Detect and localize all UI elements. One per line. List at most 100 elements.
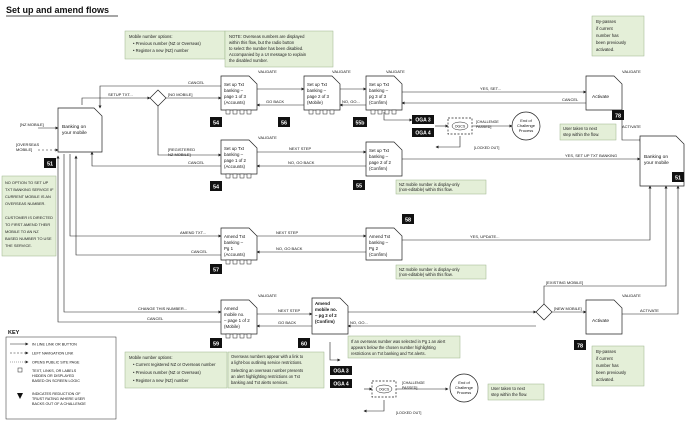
page-60-amend-mobile-pg2[interactable]: Amend mobile no. – pg 2 of 2 (Confirm) 6… bbox=[298, 297, 349, 348]
svg-text:NEXT STEP: NEXT STEP bbox=[278, 308, 300, 313]
page-badge bbox=[44, 158, 56, 168]
svg-text:(Confirm): (Confirm) bbox=[315, 319, 335, 324]
svg-text:banking –: banking – bbox=[369, 240, 389, 245]
svg-text:an alert highlighting restrict: an alert highlighting restrictions on Tx… bbox=[231, 374, 301, 379]
svg-text:if current: if current bbox=[596, 26, 614, 31]
svg-text:Process: Process bbox=[457, 390, 471, 395]
svg-text:(Mobile): (Mobile) bbox=[224, 324, 240, 329]
svg-text:mobile no.: mobile no. bbox=[315, 307, 337, 312]
svg-text:INDICATES REDUCTION OF T: INDICATES REDUCTION OF TRUST RATING WHER… bbox=[32, 392, 86, 406]
note-overseas-pg1-alert: If an overseas number was selected in Pg… bbox=[347, 335, 461, 359]
page-58-amend-txt-pg2[interactable]: Amend Txt banking – Pg 2 (Confirm) 58 bbox=[365, 214, 414, 261]
page-59-amend-mobile-pg1[interactable]: Amend mobile no. – page 1 of 2 (Mobile) … bbox=[210, 299, 258, 348]
note-overseas-numbers: NOTE: Overseas numbers are displayed wit… bbox=[224, 30, 334, 68]
page-55b-setup-pg3-of-3[interactable]: Set up Txt banking – pg 3 of 3 (Confirm)… bbox=[353, 75, 403, 127]
svg-text:your mobile: your mobile bbox=[644, 160, 669, 166]
svg-text:End of: End of bbox=[520, 118, 532, 123]
page-51-banking-on-mobile-right[interactable]: Banking on your mobile 51 bbox=[639, 135, 685, 187]
svg-text:Amend: Amend bbox=[315, 301, 330, 306]
svg-text:55b: 55b bbox=[356, 121, 365, 127]
svg-text:(Confirm): (Confirm) bbox=[369, 166, 388, 171]
page-78-activate-bottom[interactable]: Activate 78 bbox=[574, 299, 623, 350]
svg-text:59: 59 bbox=[213, 342, 219, 348]
page-badge bbox=[210, 264, 222, 274]
page-55-setup-pg2-of-2[interactable]: Set up Txt banking – page 2 of 2 (Confir… bbox=[353, 141, 403, 190]
svg-text:54: 54 bbox=[213, 185, 220, 191]
svg-text:Amend: Amend bbox=[224, 306, 238, 311]
svg-text:OPENS PUBLIC SITE PAGE: OPENS PUBLIC SITE PAGE bbox=[32, 361, 80, 365]
svg-text:VALIDATE: VALIDATE bbox=[622, 69, 641, 74]
svg-text:appears below the chosen numbe: appears below the chosen number highligh… bbox=[351, 345, 436, 350]
svg-text:TXT BANKING SERVICE IF: TXT BANKING SERVICE IF bbox=[5, 187, 54, 192]
svg-text:LEFT NAVIGATION LINK: LEFT NAVIGATION LINK bbox=[32, 352, 74, 356]
page-badge bbox=[210, 117, 222, 127]
svg-text:activated.: activated. bbox=[596, 47, 614, 52]
svg-text:Set up Txt: Set up Txt bbox=[307, 82, 328, 87]
svg-text:OGA 3: OGA 3 bbox=[333, 369, 349, 375]
svg-text:NZ mobile number is display-on: NZ mobile number is display-only bbox=[399, 182, 460, 187]
page-badge bbox=[210, 181, 222, 191]
page-56-setup-pg2-of-3[interactable]: Set up Txt banking – page 2 of 3 (Mobile… bbox=[278, 75, 341, 127]
svg-text:number has: number has bbox=[596, 33, 619, 38]
svg-text:By-passes: By-passes bbox=[596, 349, 616, 354]
flow-lines bbox=[38, 85, 680, 413]
svg-text:YES, SET UP TXT BANKING: YES, SET UP TXT BANKING bbox=[565, 153, 617, 158]
svg-text:• Previous number (NZ or Overs: • Previous number (NZ or Overseas) bbox=[133, 41, 201, 46]
svg-text:NO, GO BACK: NO, GO BACK bbox=[276, 246, 303, 251]
svg-text:Accompanied by a UI message to: Accompanied by a UI message to explain bbox=[229, 52, 307, 57]
page-badge bbox=[402, 214, 414, 224]
svg-text:NZ mobile number is display-on: NZ mobile number is display-only bbox=[399, 267, 460, 272]
svg-text:NEXT STEP: NEXT STEP bbox=[276, 230, 298, 235]
svg-text:Set up Txt: Set up Txt bbox=[224, 82, 245, 87]
svg-text:60: 60 bbox=[301, 342, 307, 348]
svg-text:TO FIRST AMEND THEIR: TO FIRST AMEND THEIR bbox=[5, 222, 50, 227]
svg-text:SETUP TXT...: SETUP TXT... bbox=[108, 92, 133, 97]
svg-text:[NEW MOBILE]: [NEW MOBILE] bbox=[554, 306, 582, 311]
svg-text:[REGISTERED: [REGISTERED bbox=[168, 147, 195, 152]
oga-top: OGA 3 OGA 4 OGCS [CHALLENGE PASSED] [LOC… bbox=[412, 111, 541, 150]
svg-text:restrictions on Txt banking an: restrictions on Txt banking and Txt aler… bbox=[351, 351, 426, 356]
svg-text:[CHALLENGE: [CHALLENGE bbox=[476, 120, 499, 124]
svg-text:Selecting an overseas number p: Selecting an overseas number presents bbox=[231, 368, 303, 373]
decision-diamond-mobile bbox=[149, 89, 167, 107]
svg-text:banking –: banking – bbox=[224, 88, 244, 93]
page-badge bbox=[298, 338, 310, 348]
svg-text:End of: End of bbox=[458, 380, 470, 385]
svg-text:(Accounts): (Accounts) bbox=[224, 100, 246, 105]
svg-text:Challenge: Challenge bbox=[517, 123, 536, 128]
page-51-banking-on-mobile[interactable]: Banking on your mobile 51 bbox=[44, 107, 103, 168]
svg-text:page 1 of 3: page 1 of 3 bbox=[224, 94, 247, 99]
page-78-activate-top[interactable]: Activate 78 bbox=[585, 75, 624, 120]
svg-text:57: 57 bbox=[213, 268, 219, 274]
decision-diamond-new-mobile bbox=[535, 303, 553, 321]
svg-text:NO OPTION TO SET UP: NO OPTION TO SET UP bbox=[5, 180, 49, 185]
page-54-setup-pg1-of-2[interactable]: Set up Txt banking – page 1 of 2 (Accoun… bbox=[210, 139, 258, 191]
svg-text:NO, GO...: NO, GO... bbox=[350, 320, 368, 325]
svg-text:PASSED]: PASSED] bbox=[476, 125, 491, 129]
svg-text:• Previous number (NZ or Overs: • Previous number (NZ or Overseas) bbox=[133, 370, 201, 375]
svg-text:OGCS: OGCS bbox=[455, 125, 466, 129]
svg-text:banking –: banking – bbox=[369, 88, 389, 93]
svg-text:CANCEL: CANCEL bbox=[562, 97, 579, 102]
svg-text:page 1 of 2: page 1 of 2 bbox=[224, 158, 247, 163]
page-54-setup-pg1-of-3[interactable]: Set up Txt banking – page 1 of 3 (Accoun… bbox=[210, 75, 258, 127]
svg-text:NEXT STEP: NEXT STEP bbox=[289, 146, 311, 151]
note-bypass-bottom: By-passes if current number has been pre… bbox=[591, 345, 645, 387]
note-overseas-lightbox: Overseas numbers appear with a link to a… bbox=[227, 351, 325, 389]
svg-text:OGA 3: OGA 3 bbox=[415, 118, 431, 124]
svg-text:step within the flow.: step within the flow. bbox=[563, 132, 599, 137]
svg-text:User taken to next: User taken to next bbox=[563, 126, 598, 131]
svg-text:CANCEL: CANCEL bbox=[191, 249, 208, 254]
svg-text:Set up Txt: Set up Txt bbox=[369, 148, 390, 153]
svg-text:Mobile number options:: Mobile number options: bbox=[129, 34, 173, 39]
svg-text:If an overseas number was sele: If an overseas number was selected in Pg… bbox=[351, 339, 446, 344]
svg-text:NO, GO...: NO, GO... bbox=[342, 99, 360, 104]
svg-text:NO, GO BACK: NO, GO BACK bbox=[288, 160, 315, 165]
page-57-amend-txt-pg1[interactable]: Amend Txt banking – Pg 1 (Accounts) 57 bbox=[210, 227, 258, 274]
svg-text:51: 51 bbox=[675, 176, 681, 182]
svg-text:NOTE: Overseas numbers are dis: NOTE: Overseas numbers are displayed bbox=[229, 34, 305, 39]
svg-text:Set up Txt: Set up Txt bbox=[224, 146, 245, 151]
note-mobile-options-top: Mobile number options: • Previous number… bbox=[124, 30, 226, 60]
svg-text:banking –: banking – bbox=[307, 88, 327, 93]
svg-text:AMEND TXT...: AMEND TXT... bbox=[180, 230, 206, 235]
